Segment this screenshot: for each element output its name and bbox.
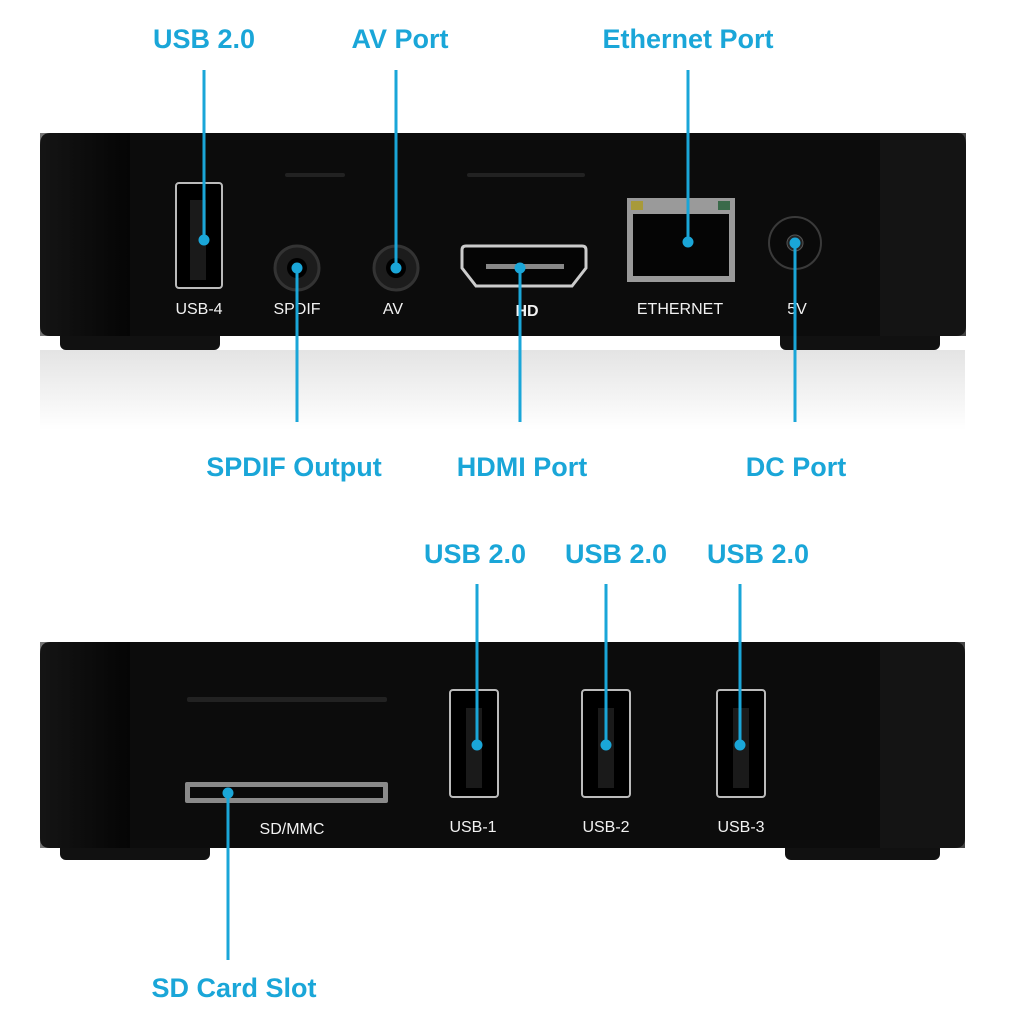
usb4-label: USB-4 — [175, 301, 222, 318]
callout-av: AV Port — [351, 24, 448, 54]
sd-slot — [185, 782, 388, 803]
usb1-label: USB-1 — [449, 819, 496, 836]
callout-usb1: USB 2.0 — [424, 539, 526, 569]
bottom-device: SD/MMC USB-1 USB-2 USB-3 — [40, 642, 965, 860]
usb2-label: USB-2 — [582, 819, 629, 836]
callout-usb4: USB 2.0 — [153, 24, 255, 54]
top-device-body — [40, 133, 966, 336]
vent-slit — [467, 173, 585, 177]
callout-labels: USB 2.0 AV Port Ethernet Port SPDIF Outp… — [151, 24, 846, 1003]
callout-lines — [198, 70, 801, 960]
usb4-port — [175, 182, 223, 289]
callout-sd: SD Card Slot — [151, 973, 316, 1003]
ethernet-port — [627, 198, 735, 282]
callout-hdmi: HDMI Port — [457, 452, 588, 482]
callout-dc: DC Port — [746, 452, 847, 482]
callout-ethernet: Ethernet Port — [602, 24, 773, 54]
usb2-port — [581, 689, 631, 798]
callout-usb3: USB 2.0 — [707, 539, 809, 569]
callout-spdif: SPDIF Output — [206, 452, 381, 482]
av-label: AV — [383, 301, 403, 318]
sd-label: SD/MMC — [260, 821, 325, 838]
vent-slit — [187, 697, 387, 702]
top-device: USB-4 SPDIF AV HD ETHERNET 5V — [40, 133, 966, 430]
dc-label: 5V — [787, 301, 807, 318]
bottom-device-body — [40, 642, 965, 848]
vent-slit — [285, 173, 345, 177]
ethernet-label: ETHERNET — [637, 301, 723, 318]
usb3-label: USB-3 — [717, 819, 764, 836]
callout-usb2: USB 2.0 — [565, 539, 667, 569]
top-device-reflection — [40, 350, 965, 430]
